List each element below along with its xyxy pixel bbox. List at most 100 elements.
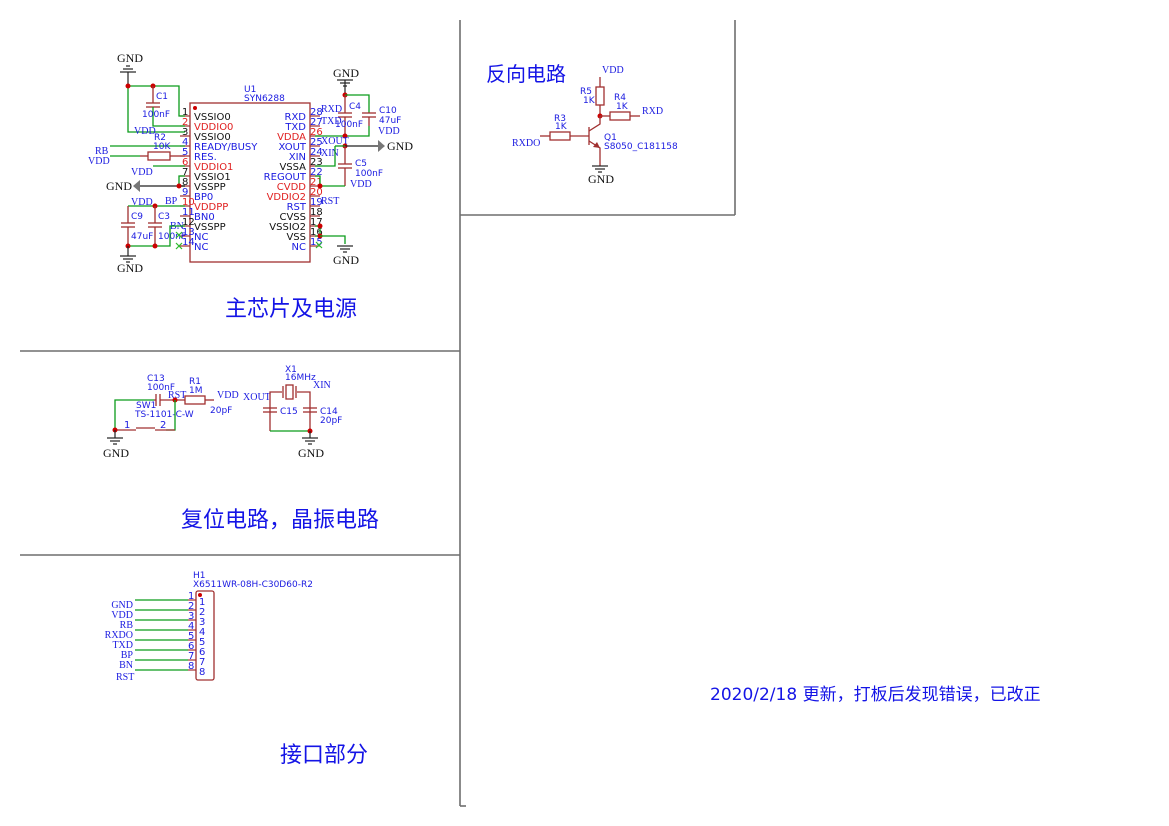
u1-ref: U1 — [244, 85, 256, 95]
h1-ref: H1 — [193, 571, 206, 581]
net-vdd-reset: VDD — [217, 390, 239, 401]
u1-pin-8-number: 8 — [182, 177, 188, 188]
x1-value: 16MHz — [285, 373, 316, 383]
c14-ref: C14 — [320, 407, 338, 417]
u1-pin-25-number: 25 — [310, 137, 323, 148]
u1-pin-25-name: XOUT — [278, 142, 306, 153]
h1-net-txd: TXD — [112, 640, 133, 651]
u1-pin-20-number: 20 — [310, 187, 323, 198]
u1-pin-18-name: CVSS — [279, 212, 306, 223]
u1-pin-9-number: 9 — [182, 187, 188, 198]
c9-ref: C9 — [131, 212, 143, 222]
crystal-circuit: X1 16MHz XIN XOUT C15 C14 20pF GND — [243, 365, 342, 460]
u1-pin-24-number: 24 — [310, 147, 323, 158]
h1-pin-4-inner: 4 — [199, 627, 205, 638]
x1-body — [285, 384, 294, 400]
u1-pin-19-name: RST — [287, 202, 307, 213]
r1-value: 1M — [189, 386, 203, 396]
r3-ref: R3 — [554, 114, 566, 124]
u1-pin-21-name: CVDD — [277, 182, 307, 193]
u1-pin-8-name: VSSPP — [194, 182, 226, 193]
net-vdd-pin10: VDD — [131, 197, 153, 208]
revision-note: 2020/2/18 更新，打板后发现错误，已改正 — [710, 685, 1041, 705]
gnd-label-right: GND — [387, 139, 413, 153]
h1-pin-2-inner: 2 — [199, 607, 205, 618]
r5-ref: R5 — [580, 87, 592, 97]
c4-ref: C4 — [349, 102, 361, 112]
u1-pin-27-name: TXD — [284, 122, 306, 133]
u1-pin-17-name: VSSIO2 — [269, 222, 306, 233]
net-rb-label: RB — [95, 146, 109, 157]
r5-body — [595, 86, 605, 106]
c13-value: 100nF — [147, 383, 175, 393]
u1-pin-4-name: READY/BUSY — [194, 142, 258, 153]
gnd-label-pin8: GND — [106, 179, 132, 193]
gnd-label-top-left: GND — [117, 51, 143, 65]
u1-left-network: GND C1 100nF VDD R2 10K RB VDD VDD GND V… — [88, 51, 186, 275]
u1-pin-28-name: RXD — [285, 112, 307, 123]
u1-pin-10-number: 10 — [182, 197, 195, 208]
c1-ref: C1 — [156, 92, 168, 102]
u1-pin-6-number: 6 — [182, 157, 188, 168]
q1-value: S8050_C181158 — [604, 142, 678, 152]
c10-value: 47uF — [379, 116, 401, 126]
r4-value: 1K — [616, 102, 629, 112]
u1-pin-2-number: 2 — [182, 117, 188, 128]
net-vdd-c5: VDD — [350, 179, 372, 190]
sw1-pin2: 2 — [160, 420, 166, 431]
c15-ref: C15 — [280, 407, 298, 417]
u1-pin-5-number: 5 — [182, 147, 188, 158]
net-rst-reset: RST — [168, 390, 186, 401]
sw1-pin1: 1 — [124, 420, 130, 431]
u1-body — [189, 102, 311, 263]
u1-pin-22-number: 22 — [310, 167, 323, 178]
r5-value: 1K — [583, 96, 596, 106]
c5-value: 100nF — [355, 169, 383, 179]
section-title-reset-crystal: 复位电路，晶振电路 — [181, 508, 379, 533]
h1-net-rb: RB — [120, 620, 134, 631]
gnd-label-bottom-left: GND — [117, 261, 143, 275]
c1-value: 100nF — [142, 110, 170, 120]
u1-pin-13-number: 13 — [182, 227, 195, 238]
u1-pin-13-name: NC — [194, 232, 208, 243]
net-rxd-label: RXD — [321, 104, 342, 115]
u1-pin-9-name: BP0 — [194, 192, 213, 203]
gnd-label-inverter: GND — [588, 172, 614, 186]
u1-pin-6-name: VDDIO1 — [194, 162, 233, 173]
r1-ref: R1 — [189, 377, 201, 387]
sw1-value: TS-1101-C-W — [134, 410, 194, 420]
sw1-ref: SW1 — [136, 401, 156, 411]
h1-pin-8-outer: 8 — [188, 661, 194, 672]
u1-pin-3-number: 3 — [182, 127, 188, 138]
u1-pin-1-name: VSSIO0 — [194, 112, 231, 123]
c5-ref: C5 — [355, 159, 367, 169]
u1-pin-23-name: VSSA — [279, 162, 306, 173]
u1-pin-7-name: VSSIO1 — [194, 172, 231, 183]
h1-pin-3-outer: 3 — [188, 611, 194, 622]
u1-pin-16-number: 16 — [310, 227, 323, 238]
h1-pin-7-inner: 7 — [199, 657, 205, 668]
r2-body — [147, 151, 171, 161]
h1-body — [195, 590, 215, 681]
h1-connector: H1 X6511WR-08H-C30D60-R2 1122GND33VDD44R… — [105, 571, 313, 683]
h1-pin-4-outer: 4 — [188, 621, 194, 632]
u1-part: SYN6288 — [244, 94, 285, 104]
net-vdd-r2: VDD — [88, 156, 110, 167]
net-vdd-c10: VDD — [378, 126, 400, 137]
net-xout-label: XOUT — [321, 136, 349, 147]
u1-right-network: GND C4 100nF C10 47uF VDD RXD TXD XOUT X… — [315, 66, 413, 267]
gnd-label-bottom-right: GND — [333, 253, 359, 267]
r3-value: 1K — [555, 122, 568, 132]
h1-pin-1-outer: 1 — [188, 591, 194, 602]
u1-pin-11-number: 11 — [182, 207, 195, 218]
net-vdd-pin3: VDD — [134, 126, 156, 137]
u1-pin-27-number: 27 — [310, 117, 323, 128]
u1-pin-26-number: 26 — [310, 127, 323, 138]
net-rxdo-inverter: RXDO — [512, 138, 540, 149]
h1-pin-6-outer: 6 — [188, 641, 194, 652]
c13-ref: C13 — [147, 374, 165, 384]
h1-net-vdd: VDD — [111, 610, 133, 621]
